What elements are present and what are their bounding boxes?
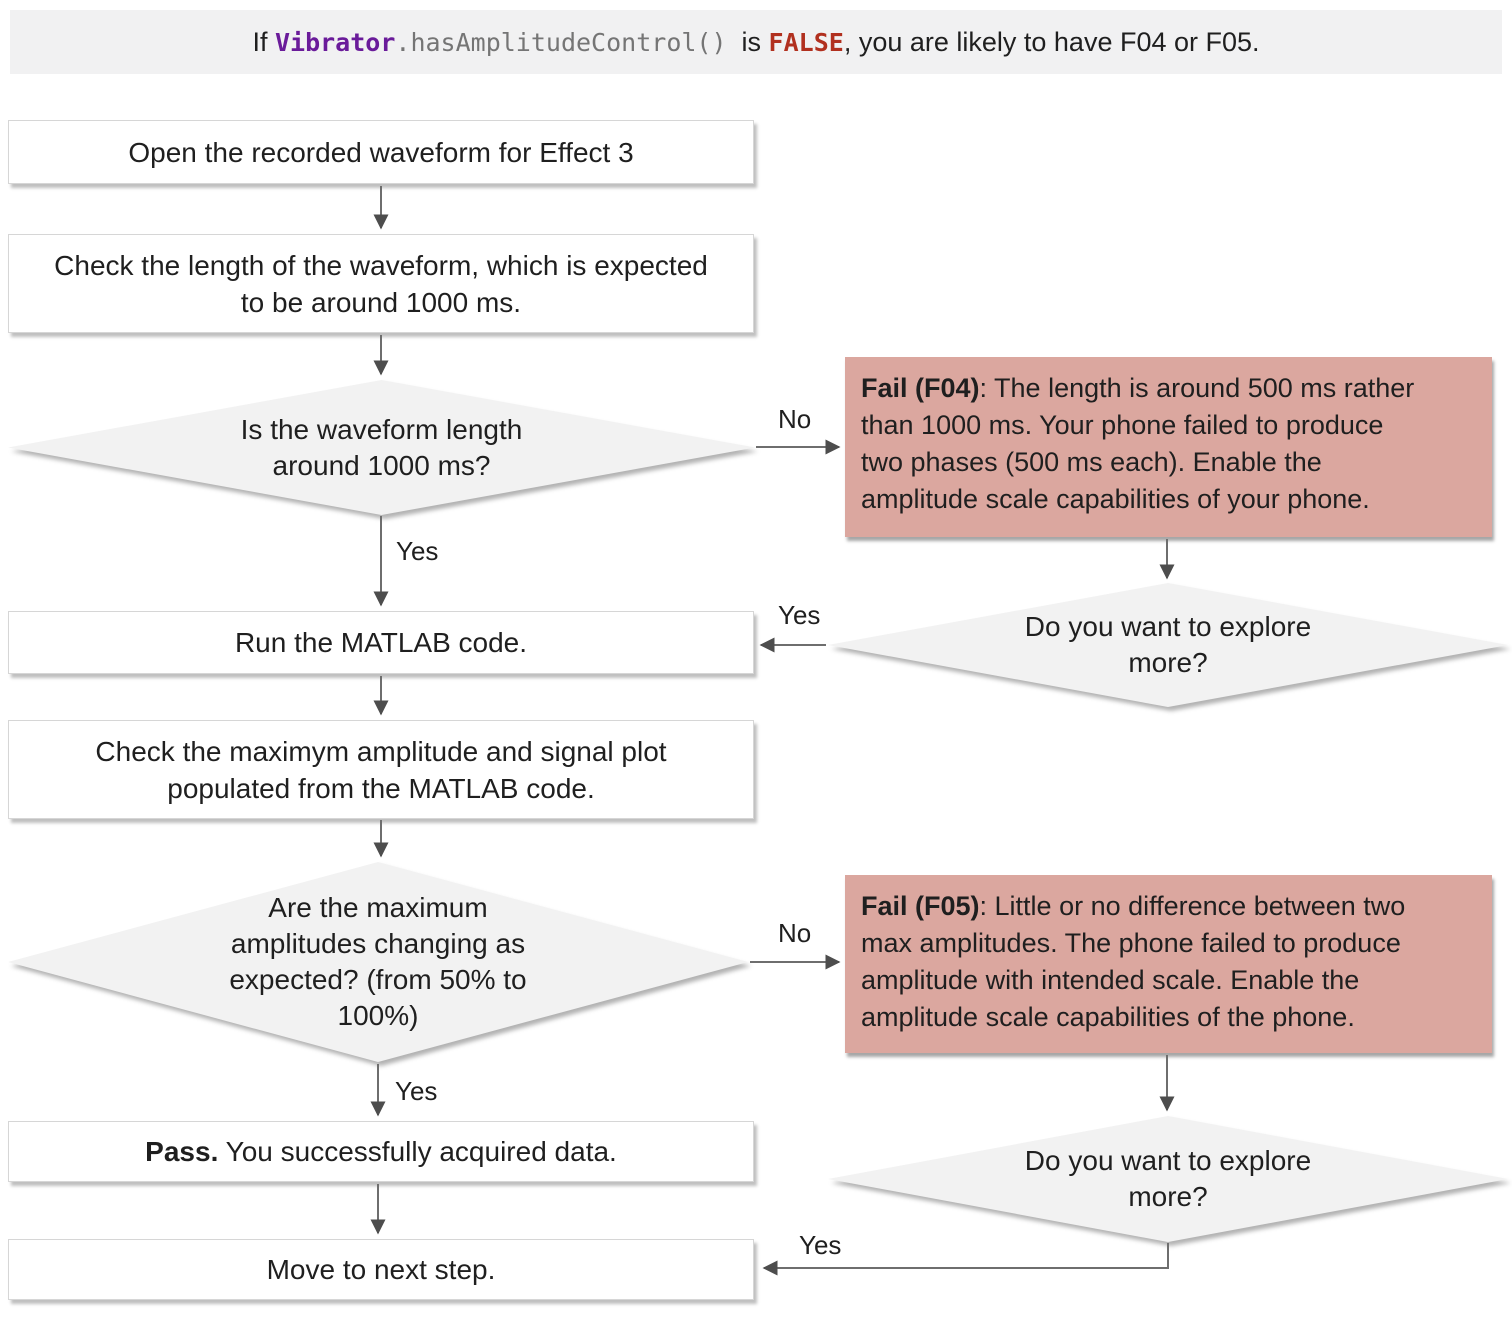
banner-code-method: .hasAmplitudeControl() xyxy=(395,27,727,57)
fail-f05-line4: amplitude scale capabilities of the phon… xyxy=(861,1002,1355,1032)
edge-label-yes-2: Yes xyxy=(395,1076,438,1106)
node-move-next: Move to next step. xyxy=(8,1239,754,1300)
fail-f05-line3: amplitude with intended scale. Enable th… xyxy=(861,965,1360,995)
node-run-matlab-label: Run the MATLAB code. xyxy=(234,627,528,658)
node-check-amplitude-label: Check the maximym amplitude and signal p… xyxy=(95,735,667,804)
fail-f04-line2: than 1000 ms. Your phone failed to produ… xyxy=(861,410,1384,440)
edge-label-no-2: No xyxy=(778,918,812,948)
decision-explore-more-2: Do you want to explore more? xyxy=(828,1116,1508,1242)
decision-waveform-length: Is the waveform length around 1000 ms? xyxy=(8,380,755,515)
node-pass: Pass. You successfully acquired data. xyxy=(8,1121,754,1182)
fail-f05-line2: max amplitudes. The phone failed to prod… xyxy=(861,928,1401,958)
decision-explore-more-2-label: Do you want to explore more? xyxy=(1024,1145,1312,1212)
edge-label-yes-explore2: Yes xyxy=(799,1230,842,1260)
fail-f04-title: Fail (F04) xyxy=(861,373,980,403)
node-pass-title: Pass. xyxy=(145,1136,219,1167)
node-open-waveform: Open the recorded waveform for Effect 3 xyxy=(8,120,754,184)
node-open-waveform-label: Open the recorded waveform for Effect 3 xyxy=(128,136,634,168)
node-fail-f04: Fail (F04): The length is around 500 ms … xyxy=(845,357,1492,537)
fail-f05-line1-text: : Little or no difference between two xyxy=(979,891,1406,921)
edge-label-no-1: No xyxy=(778,404,812,434)
banner-text-rest: , you are likely to have F04 or F05. xyxy=(843,26,1260,57)
edge-label-yes-1: Yes xyxy=(396,536,439,566)
banner-code-vibrator: Vibrator xyxy=(274,27,396,57)
banner-text-is: is xyxy=(726,26,769,57)
node-move-next-label: Move to next step. xyxy=(266,1254,496,1285)
decision-explore-more-1-label: Do you want to explore more? xyxy=(1024,611,1312,678)
fail-f04-line1-text: : The length is around 500 ms rather xyxy=(979,373,1415,403)
node-run-matlab: Run the MATLAB code. xyxy=(8,611,754,674)
decision-amplitudes-changing: Are the maximum amplitudes changing as e… xyxy=(8,862,748,1062)
node-fail-f05: Fail (F05): Little or no difference betw… xyxy=(845,875,1492,1053)
node-pass-text: You successfully acquired data. xyxy=(218,1136,617,1167)
fail-f04-line3: two phases (500 ms each). Enable the xyxy=(861,447,1322,477)
banner-text-if: If xyxy=(252,26,275,57)
node-check-length: Check the length of the waveform, which … xyxy=(8,234,754,333)
banner-code-false: FALSE xyxy=(768,27,844,57)
decision-waveform-length-label: Is the waveform length around 1000 ms? xyxy=(240,413,523,481)
decision-explore-more-1: Do you want to explore more? xyxy=(828,583,1508,707)
fail-f05-line1: Fail (F05): Little or no difference betw… xyxy=(861,888,1476,925)
fail-f04-line1: Fail (F04): The length is around 500 ms … xyxy=(861,370,1476,407)
edge-label-yes-explore1: Yes xyxy=(778,600,821,630)
fail-f05-title: Fail (F05) xyxy=(861,891,980,921)
node-check-length-label: Check the length of the waveform, which … xyxy=(54,249,708,318)
decision-amplitudes-changing-label: Are the maximum amplitudes changing as e… xyxy=(229,892,527,1031)
banner-note: If Vibrator.hasAmplitudeControl() is FAL… xyxy=(10,10,1502,74)
node-pass-label: Pass. You successfully acquired data. xyxy=(145,1133,617,1170)
node-check-amplitude: Check the maximym amplitude and signal p… xyxy=(8,720,754,819)
fail-f04-line4: amplitude scale capabilities of your pho… xyxy=(861,484,1370,514)
